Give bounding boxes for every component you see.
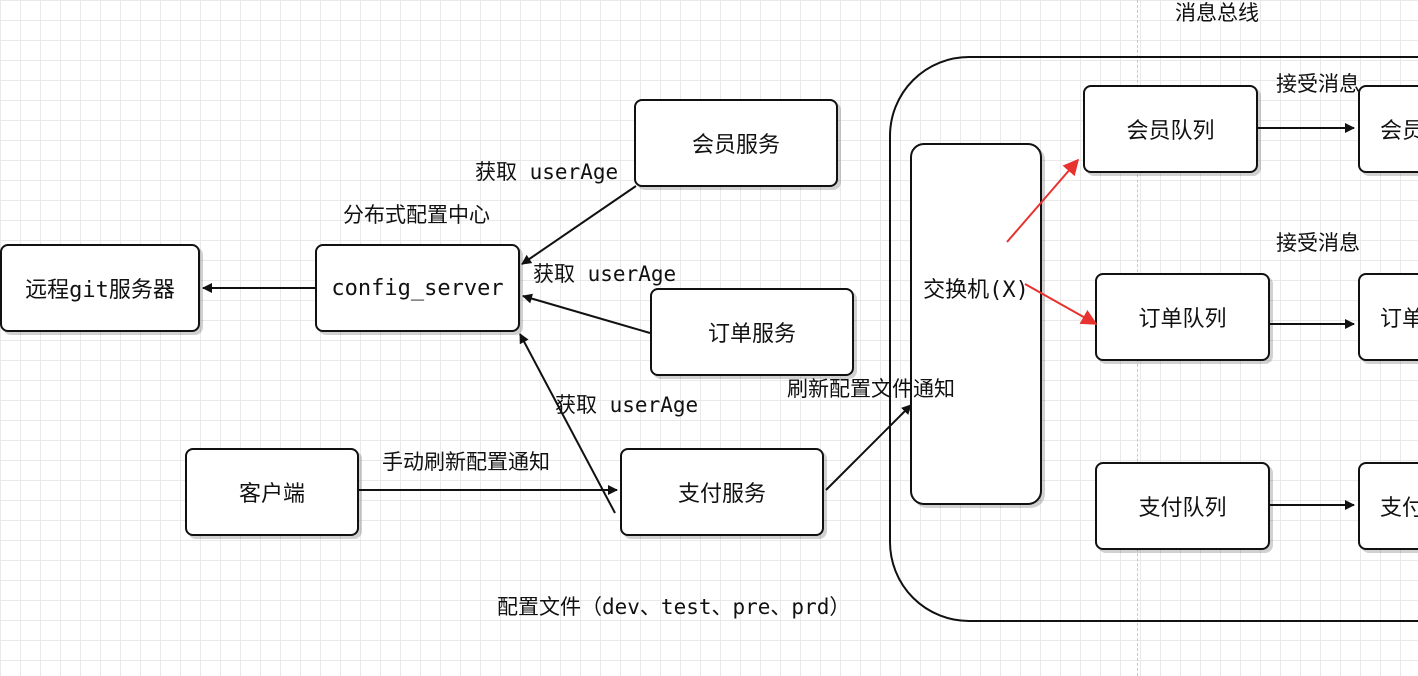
manual-refresh-notice-label: 手动刷新配置通知 [382, 450, 550, 474]
message-bus-container [889, 56, 1418, 622]
payment-queue-label: 支付队列 [1138, 496, 1227, 521]
receive-message-label-member: 接受消息 [1276, 72, 1360, 96]
order-queue-label: 订单队列 [1138, 307, 1227, 332]
config-files-label: 配置文件（dev、test、pre、prd） [497, 595, 851, 619]
client-label: 客户端 [238, 482, 305, 507]
order-consumer-node[interactable]: 订单 [1358, 273, 1418, 361]
exchange-label: 交换机(X) [923, 278, 1029, 303]
payment-consumer-label: 支付 [1380, 496, 1418, 521]
edge-payment-to-exchange [825, 404, 912, 491]
fetch-user-age-label-member: 获取 userAge [475, 160, 619, 184]
order-consumer-label: 订单 [1380, 307, 1418, 332]
payment-service-label: 支付服务 [677, 482, 766, 507]
edge-member-to-config [521, 185, 637, 265]
edge-exchange-to-order-queue [1024, 283, 1098, 325]
payment-consumer-node[interactable]: 支付 [1358, 462, 1418, 550]
member-queue-label: 会员队列 [1126, 119, 1215, 144]
order-service-label: 订单服务 [707, 322, 796, 347]
fetch-user-age-label-order: 获取 userAge [533, 262, 677, 286]
distributed-config-center-label: 分布式配置中心 [343, 203, 490, 227]
remote-git-server-label: 远程git服务器 [25, 278, 175, 303]
payment-service-node[interactable]: 支付服务 [620, 448, 824, 536]
edge-order-to-config [522, 293, 651, 334]
refresh-config-file-notice-label: 刷新配置文件通知 [787, 377, 955, 401]
payment-queue-node[interactable]: 支付队列 [1095, 462, 1270, 550]
member-queue-node[interactable]: 会员队列 [1083, 85, 1258, 173]
order-service-node[interactable]: 订单服务 [650, 288, 854, 376]
edge-payment-to-config [519, 333, 616, 514]
config-server-node[interactable]: config_server [315, 244, 520, 332]
member-consumer-label: 会员 [1380, 119, 1418, 144]
remote-git-server-node[interactable]: 远程git服务器 [0, 244, 200, 332]
exchange-node[interactable]: 交换机(X) [910, 143, 1042, 505]
member-service-label: 会员服务 [691, 133, 780, 158]
config-server-label: config_server [331, 275, 504, 301]
member-service-node[interactable]: 会员服务 [634, 99, 838, 187]
client-node[interactable]: 客户端 [185, 448, 359, 536]
fetch-user-age-label-payment: 获取 userAge [555, 393, 699, 417]
edge-exchange-to-member-queue [1006, 158, 1080, 243]
member-consumer-node[interactable]: 会员 [1358, 85, 1418, 173]
message-bus-title: 消息总线 [1175, 1, 1259, 25]
receive-message-label-order: 接受消息 [1276, 231, 1360, 255]
